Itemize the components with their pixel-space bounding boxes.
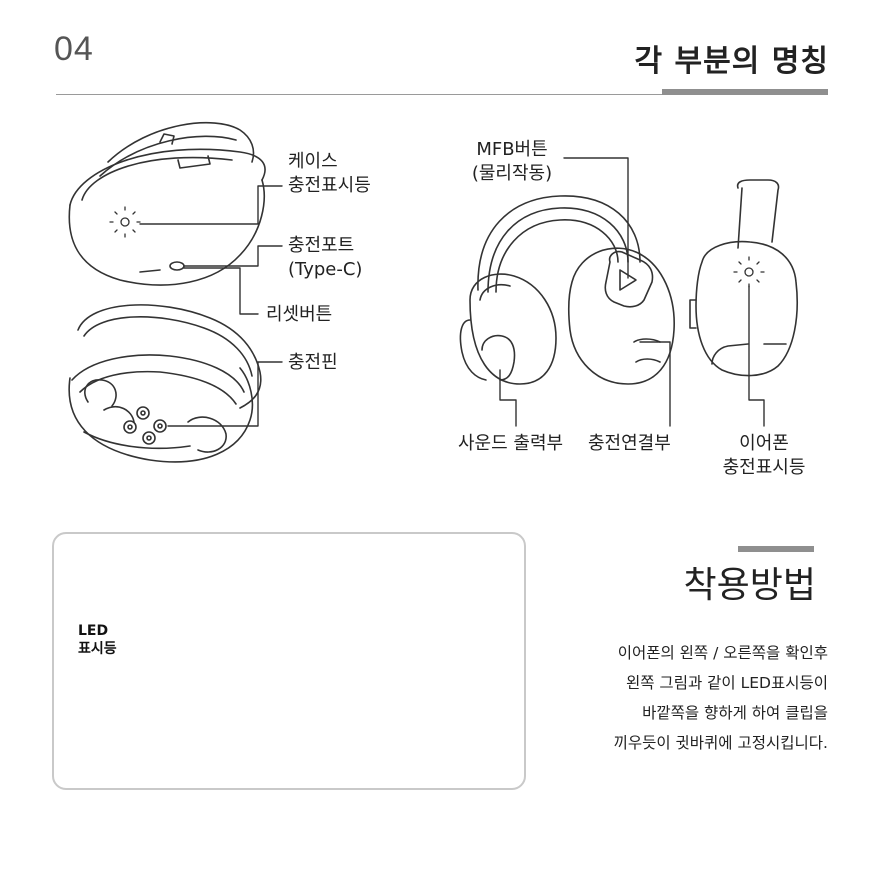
led-indicator-label: LED 표시등 xyxy=(78,623,117,657)
earphone-led-label: 이어폰 충전표시등 xyxy=(722,433,806,478)
wearing-illustration-panel xyxy=(52,532,526,790)
header-divider xyxy=(56,94,828,95)
reset-button-label: 리셋버튼 xyxy=(266,304,333,325)
open-case-illustration xyxy=(68,304,262,463)
wearing-method-title: 착용방법 xyxy=(683,565,816,606)
case-led-label: 케이스 충전표시등 xyxy=(288,151,371,196)
mfb-button-label: MFB버튼 (물리작동) xyxy=(471,139,553,184)
page-number: 04 xyxy=(54,30,94,68)
closed-case-illustration xyxy=(68,121,266,286)
headphones-illustration xyxy=(459,195,675,385)
header-accent-bar xyxy=(662,89,828,95)
charging-pin-label: 충전핀 xyxy=(288,352,338,373)
earbud-led-indicator xyxy=(733,256,765,288)
wearing-instructions: 이어폰의 왼쪽 / 오른쪽을 확인후 왼쪽 그림과 같이 LED표시등이 바깥쪽… xyxy=(613,644,828,752)
earbud-illustration xyxy=(689,179,798,377)
sound-output-label: 사운드 출력부 xyxy=(458,433,564,454)
charging-port-label: 충전포트 (Type-C) xyxy=(288,235,363,280)
charging-connector-label: 충전연결부 xyxy=(588,433,671,454)
case-led-indicator xyxy=(109,206,141,238)
page-title: 각 부분의 명칭 xyxy=(634,44,829,79)
section-accent-bar xyxy=(738,546,814,552)
